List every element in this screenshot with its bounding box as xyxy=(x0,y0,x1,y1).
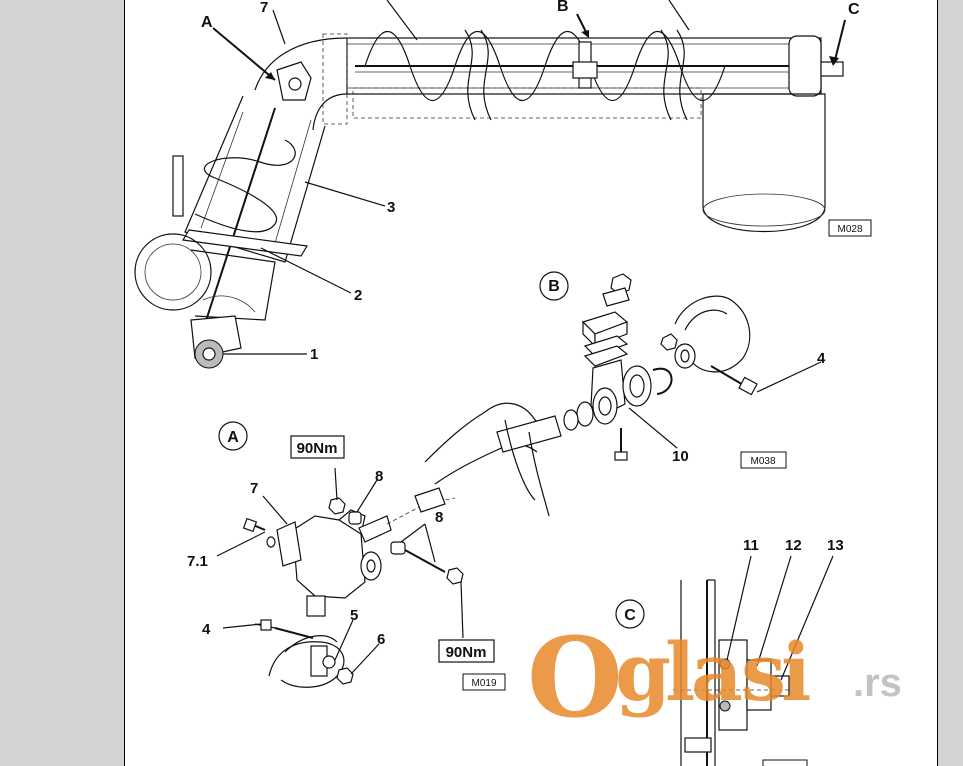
nut xyxy=(610,273,632,295)
overview-label-1: 1 xyxy=(310,346,318,363)
figure-code-box-m038 xyxy=(740,451,787,469)
detail-b-label: B xyxy=(548,278,560,295)
overview-assembly xyxy=(134,0,846,369)
svg-text:a: a xyxy=(691,625,743,719)
overview-label-5: 5 xyxy=(379,0,387,4)
detail-c-circle xyxy=(615,599,645,629)
detail-a-label-5: 5 xyxy=(350,607,358,624)
gearbox xyxy=(292,515,366,599)
figure-code-box-m028 xyxy=(828,219,872,237)
svg-text:g: g xyxy=(615,625,671,719)
detail-a-callout: A xyxy=(201,14,213,31)
detail-b-label-10: 10 xyxy=(672,448,689,465)
detail-b-callout: B xyxy=(557,0,569,15)
overview-label-7: 7 xyxy=(260,0,268,16)
detail-a-label-4: 4 xyxy=(202,621,211,638)
figure-code-m028: M028 xyxy=(837,224,862,235)
figure-code-m038: M038 xyxy=(750,456,775,467)
detail-c-callout: C xyxy=(848,1,860,18)
figure-code-box-c xyxy=(762,759,808,766)
figure-code-m019: M019 xyxy=(471,678,496,689)
svg-text:i: i xyxy=(781,625,811,719)
detail-c-label-11: 11 xyxy=(743,537,759,554)
detail-a-label-7-1: 7.1 xyxy=(187,553,208,570)
detail-a-label: A xyxy=(227,429,239,446)
detail-c-label: C xyxy=(624,607,636,624)
detail-a-label-7: 7 xyxy=(250,480,258,497)
detail-b-label-4: 4 xyxy=(817,350,826,367)
bearing xyxy=(622,365,652,407)
detail-b xyxy=(424,271,822,517)
svg-text:l: l xyxy=(665,625,695,719)
torque-box-bottom xyxy=(438,639,495,663)
svg-text:.rs: .rs xyxy=(853,661,902,705)
detail-a-label-6: 6 xyxy=(377,631,385,648)
svg-text:O: O xyxy=(527,613,623,742)
drawing-sheet: A 7 5 B 6 C 3 2 1 M028 xyxy=(124,0,938,766)
detail-c-label-12: 12 xyxy=(785,537,802,554)
torque-box-top xyxy=(290,435,345,459)
detail-a-label-8-top: 8 xyxy=(375,468,383,485)
torque-label-bottom: 90Nm xyxy=(446,644,487,661)
detail-c-label-13: 13 xyxy=(827,537,844,554)
detail-a-label-8-mid: 8 xyxy=(435,509,443,526)
figure-code-box-m019 xyxy=(462,673,506,691)
auger-exploded-diagram: A 7 5 B 6 C 3 2 1 M028 xyxy=(134,0,902,766)
detail-a xyxy=(216,421,464,688)
overview-label-2: 2 xyxy=(354,287,362,304)
oglasi-watermark-logo: O g l a s i .rs xyxy=(527,613,902,742)
torque-label-top: 90Nm xyxy=(297,440,338,457)
overview-label-6: 6 xyxy=(663,0,671,4)
svg-text:s: s xyxy=(741,625,786,719)
detail-c xyxy=(615,555,834,766)
overview-label-3: 3 xyxy=(387,199,395,216)
detail-a-circle xyxy=(218,421,248,451)
detail-b-circle xyxy=(539,271,569,301)
